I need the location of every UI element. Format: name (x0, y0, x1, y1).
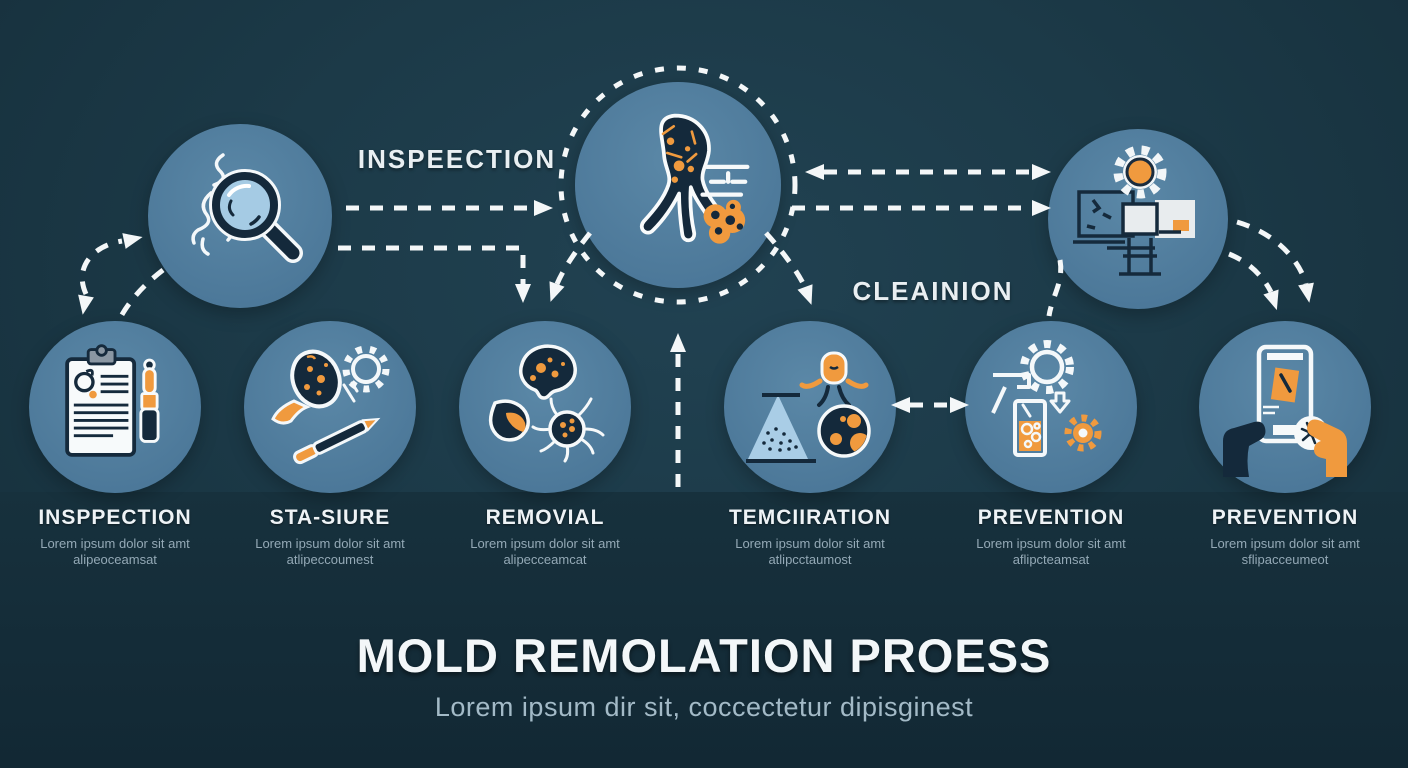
step-desc-line1: Lorem ipsum dolor sit amt (735, 536, 885, 551)
hand-tablet-icon (1223, 344, 1347, 477)
step-title: INSPPECTION (38, 506, 192, 529)
step-desc-line2: sflipacceumeot (1241, 552, 1329, 567)
step-desc-line1: Lorem ipsum dolor sit amt (255, 536, 405, 551)
step-desc-line2: aflipcteamsat (1012, 552, 1090, 567)
arrow-loop-left (79, 238, 123, 296)
step-title: STA-SIURE (269, 506, 391, 529)
step-desc-line1: Lorem ipsum dolor sit amt (976, 536, 1126, 551)
node-step-removal (459, 321, 631, 493)
step-desc-line2: atlipcctaumost (768, 552, 852, 567)
step-desc-line2: atlipeccoumest (286, 552, 374, 567)
clipboard-icon (65, 344, 160, 457)
node-equipment (1048, 129, 1228, 309)
step-title: PREVENTION (977, 506, 1125, 529)
step-label-4: TEMCIIRATION Lorem ipsum dolor sit amt a… (685, 506, 935, 568)
node-mold-sample (575, 82, 781, 288)
arrow-equipment-to-followup-inner (1228, 251, 1274, 294)
arrow-center-to-removal (554, 231, 592, 286)
step-title: PREVENTION (1211, 506, 1359, 529)
step-label-2: STA-SIURE Lorem ipsum dolor sit amt atli… (205, 506, 455, 568)
page-subtitle: Lorem ipsum dir sit, coccectetur dipisgi… (434, 692, 974, 722)
node-step-sampling (244, 321, 416, 493)
flow-label-inspection: INSPEECTION (357, 144, 557, 174)
spray-gears-icon (991, 340, 1102, 457)
node-inspection (148, 124, 332, 308)
arrow-elbow-to-removal (338, 245, 526, 284)
containment-icon (746, 351, 871, 463)
step-label-5: PREVENTION Lorem ipsum dolor sit amt afl… (926, 506, 1176, 568)
mold-spore-icon (639, 113, 750, 244)
arrow-magnifier-to-clipboard (116, 268, 165, 322)
node-step-treatment (965, 321, 1137, 493)
magnifier-icon (191, 153, 303, 263)
step-desc-line2: alipeoceamsat (73, 552, 157, 567)
sample-tools-icon (271, 345, 390, 465)
page-title: MOLD REMOLATION PROESS (356, 629, 1052, 682)
step-desc-line1: Lorem ipsum dolor sit amt (470, 536, 620, 551)
step-desc-line1: Lorem ipsum dolor sit amt (40, 536, 190, 551)
step-desc-line1: Lorem ipsum dolor sit amt (1210, 536, 1360, 551)
step-label-1: INSPPECTION Lorem ipsum dolor sit amt al… (0, 506, 240, 568)
arrow-equipment-to-followup-outer (1236, 219, 1309, 285)
mold-blobs-icon (488, 344, 605, 463)
node-step-inspection (29, 321, 201, 493)
step-label-6: PREVENTION Lorem ipsum dolor sit amt sfl… (1160, 506, 1408, 568)
step-title: REMOVIAL (485, 506, 605, 529)
footer-band (0, 492, 1408, 768)
flow-label-cleaning: CLEAINION (852, 276, 1014, 306)
node-step-containment (724, 321, 896, 493)
step-label-3: REMOVIAL Lorem ipsum dolor sit amt alipe… (420, 506, 670, 568)
node-step-followup (1199, 321, 1371, 493)
equipment-icon (1073, 145, 1195, 276)
step-title: TEMCIIRATION (728, 506, 892, 529)
step-desc-line2: alipecceamcat (503, 552, 587, 567)
